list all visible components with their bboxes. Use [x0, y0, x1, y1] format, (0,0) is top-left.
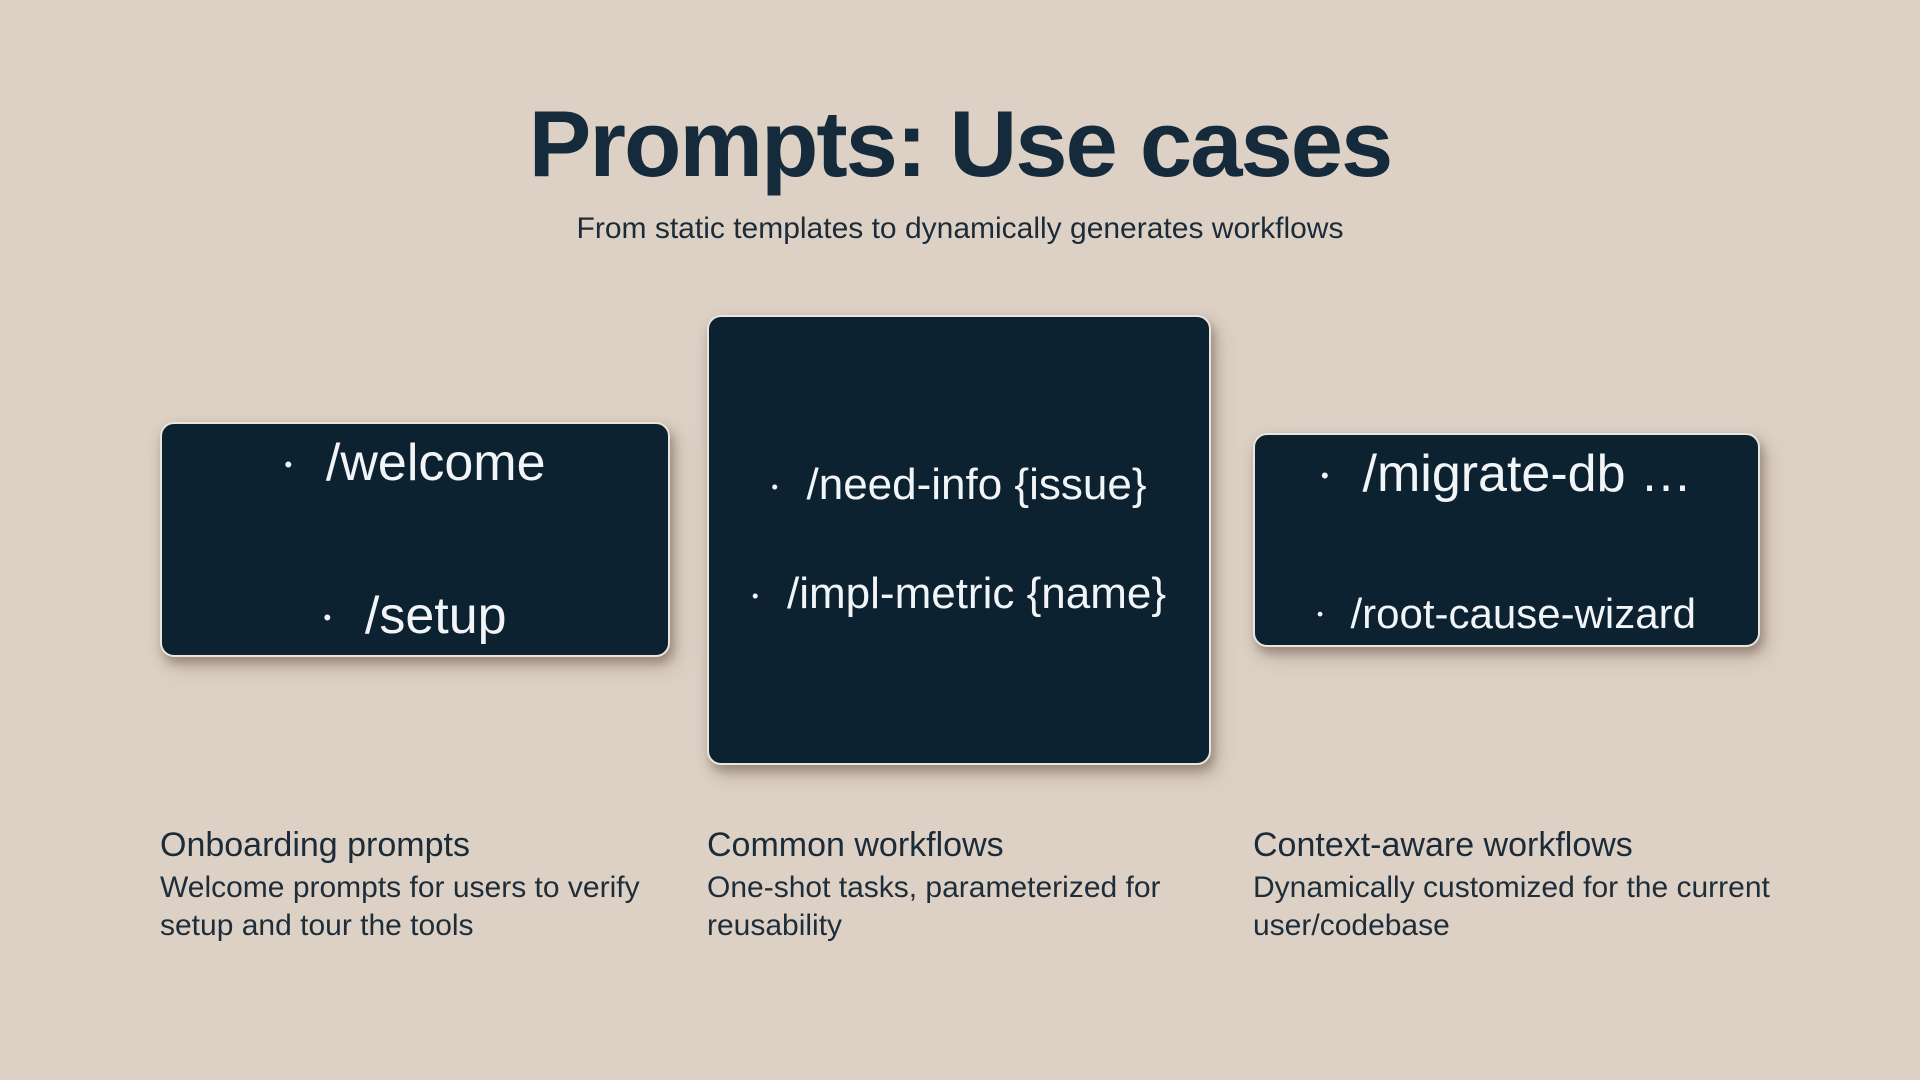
prompt-item: • /root-cause-wizard: [1317, 589, 1696, 639]
prompt-item: • /need-info {issue}: [771, 459, 1146, 512]
prompt-box-context-aware: • /migrate-db … • /root-cause-wizard: [1253, 433, 1760, 647]
bullet-icon: •: [1317, 604, 1324, 625]
slide-subtitle: From static templates to dynamically gen…: [576, 212, 1344, 245]
caption-body: Dynamically customized for the current u…: [1253, 871, 1770, 942]
prompt-item: • /setup: [323, 585, 506, 647]
caption-title: Context-aware workflows: [1253, 826, 1633, 864]
caption-onboarding: Onboarding prompts Welcome prompts for u…: [160, 824, 680, 945]
prompt-box-onboarding: • /welcome • /setup: [160, 422, 670, 657]
prompt-command: /setup: [364, 586, 507, 645]
prompt-box-common-workflows: • /need-info {issue} • /impl-metric {nam…: [707, 315, 1211, 765]
slide-title: Prompts: Use cases: [528, 91, 1394, 196]
prompt-item: • /welcome: [284, 432, 545, 494]
caption-title: Onboarding prompts: [160, 826, 470, 864]
bullet-icon: •: [284, 452, 293, 477]
prompt-command: /welcome: [325, 434, 546, 492]
prompt-item: • /migrate-db …: [1321, 443, 1692, 505]
caption-body: Welcome prompts for users to verify setu…: [160, 871, 640, 942]
bullet-icon: •: [751, 584, 759, 606]
bullet-icon: •: [771, 475, 778, 497]
prompt-command: /migrate-db …: [1362, 445, 1692, 503]
caption-common-workflows: Common workflows One-shot tasks, paramet…: [707, 824, 1227, 945]
caption-title: Common workflows: [707, 826, 1004, 864]
prompt-command: /impl-metric {name}: [787, 569, 1167, 618]
prompt-command: /need-info {issue}: [806, 460, 1147, 510]
caption-context-aware: Context-aware workflows Dynamically cust…: [1253, 824, 1823, 945]
bullet-icon: •: [323, 604, 332, 630]
caption-body: One-shot tasks, parameterized for reusab…: [707, 871, 1161, 942]
prompt-command: /root-cause-wizard: [1350, 589, 1696, 637]
bullet-icon: •: [1321, 463, 1329, 488]
prompt-item: • /impl-metric {name}: [752, 568, 1166, 621]
